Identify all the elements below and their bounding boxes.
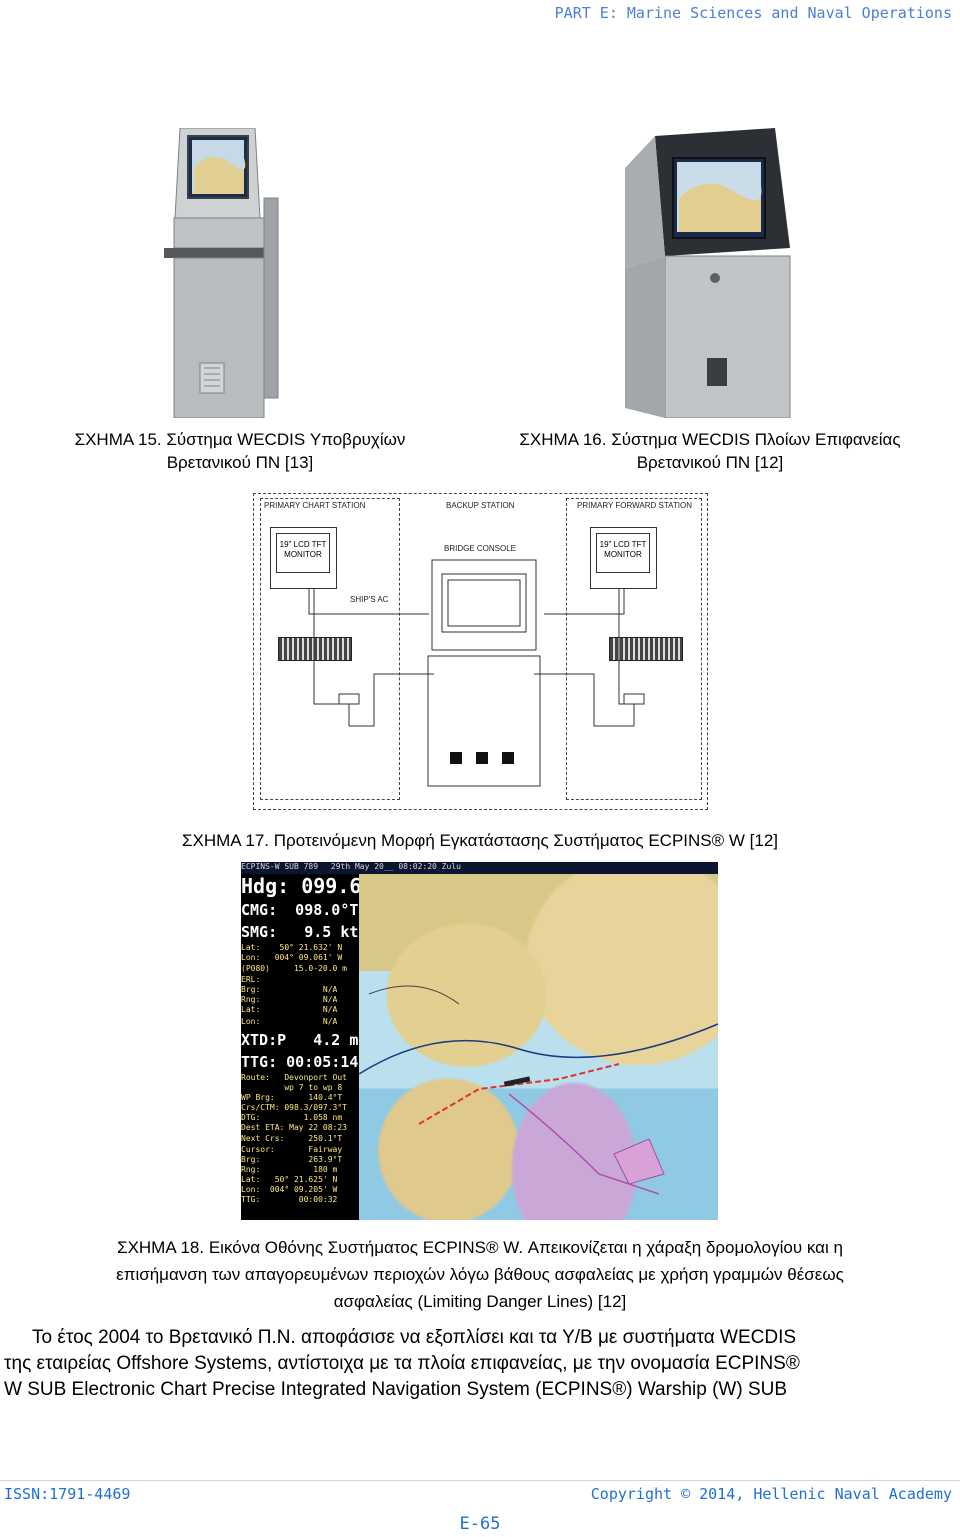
cmg-readout: CMG: 098.0°T	[241, 901, 359, 919]
ecpins-data-panel: Hdg: 099.6°T CMG: 098.0°T SMG: 9.5 kt La…	[241, 874, 359, 1220]
left-monitor-line2: MONITOR	[284, 550, 322, 559]
primary-forward-station-label: PRIMARY FORWARD STATION	[577, 501, 692, 510]
paragraph-line-2: της εταιρείας Offshore Systems, αντίστοι…	[4, 1353, 800, 1374]
page-number: E-65	[459, 1514, 501, 1534]
figure-18-caption: ΣΧΗΜΑ 18. Εικόνα Οθόνης Συστήματος ECPIN…	[0, 1234, 960, 1315]
rng-readout: Rng: N/A	[241, 995, 338, 1004]
footer-divider	[0, 1480, 960, 1481]
figure-17-label: ΣΧΗΜΑ 17.	[181, 831, 270, 850]
figure-16-image	[625, 128, 795, 419]
figure-16-label: ΣΧΗΜΑ 16.	[519, 430, 607, 449]
lat2-readout: Lat: N/A	[241, 1005, 338, 1014]
dtg-readout: DTG: 1.058 nm	[241, 1113, 343, 1122]
cursor-lon-readout: Lon: 004° 09.205' W	[241, 1185, 338, 1194]
figure-15-caption: ΣΧΗΜΑ 15. Σύστημα WECDIS Υποβρυχίων Βρετ…	[30, 428, 450, 474]
figure-15-label: ΣΧΗΜΑ 15.	[74, 430, 162, 449]
wp-brg-readout: WP Brg: 140.4°T	[241, 1093, 343, 1102]
lon-readout: Lon: 004° 09.061' W	[241, 953, 343, 962]
figure-18-line1: Εικόνα Οθόνης Συστήματος ECPINS® W. Απει…	[208, 1238, 843, 1257]
xtd-readout: XTD:P 4.2 m	[241, 1031, 359, 1049]
backup-station-label: BACKUP STATION	[446, 501, 515, 510]
ttg-readout: TTG: 00:05:14	[241, 1053, 359, 1071]
right-monitor-screen: 19" LCD TFT MONITOR	[596, 533, 650, 573]
running-header: PART E: Marine Sciences and Naval Operat…	[554, 4, 952, 22]
ecpins-chart-overlay	[358, 985, 719, 1195]
left-keyboard	[278, 637, 352, 661]
primary-chart-station-box	[260, 498, 400, 800]
right-monitor-line1: 19" LCD TFT	[599, 540, 647, 549]
left-monitor-screen: 19" LCD TFT MONITOR	[276, 533, 330, 573]
bridge-console-label: BRIDGE CONSOLE	[444, 544, 517, 553]
right-monitor-line2: MONITOR	[604, 550, 642, 559]
ttg2-readout: TTG: 00:00:32	[241, 1195, 338, 1204]
left-monitor: 19" LCD TFT MONITOR	[270, 527, 337, 589]
next-crs-readout: Next Crs: 250.1°T	[241, 1134, 343, 1143]
ecpins-topbar: ECPINS-W SUB 789 29th May 20__ 08:02:20 …	[241, 862, 718, 874]
cursor-rng-readout: Rng: 180 m	[241, 1165, 338, 1174]
figure-18-line2: επισήμανση των απαγορευμένων περιοχών λό…	[116, 1265, 844, 1284]
diagram-cables	[308, 589, 645, 727]
wecdis-surface-console-illustration	[625, 128, 791, 419]
primary-chart-station-label: PRIMARY CHART STATION	[264, 501, 366, 510]
issn-label: ISSN:1791-4469	[4, 1485, 131, 1503]
bridge-console-drawing	[427, 559, 541, 787]
wecdis-submarine-console-illustration	[164, 127, 279, 419]
copyright-notice: Copyright © 2014, Hellenic Naval Academy	[590, 1485, 952, 1503]
right-keyboard	[609, 637, 683, 661]
figure-16-line2: Βρετανικού ΠΝ [12]	[636, 453, 784, 472]
erl-readout: ERL:	[241, 975, 261, 984]
figure-18-label: ΣΧΗΜΑ 18.	[117, 1238, 205, 1257]
dest-eta-readout: Dest ETA: May 22 08:23	[241, 1123, 347, 1132]
left-monitor-line1: 19" LCD TFT	[279, 540, 327, 549]
route-readout: Route: Devonport Out	[241, 1073, 347, 1082]
figure-15-image	[160, 127, 280, 419]
crs-readout: Crs/CTM: 098.3/097.3°T	[241, 1103, 347, 1112]
brg-readout: Brg: N/A	[241, 985, 338, 994]
paragraph-line-3: W SUB Electronic Chart Precise Integrate…	[4, 1379, 788, 1400]
figure-18-ecpins-screen: ECPINS-W SUB 789 29th May 20__ 08:02:20 …	[241, 862, 719, 1220]
figure-15-line2: Βρετανικού ΠΝ [13]	[166, 453, 314, 472]
paragraph-line-1: Το έτος 2004 το Βρετανικό Π.Ν. αποφάσισε…	[32, 1327, 797, 1348]
hdg-readout: Hdg: 099.6°T	[241, 874, 359, 898]
figure-18-line3: ασφαλείας (Limiting Danger Lines) [12]	[333, 1292, 627, 1311]
ecpins-topbar-mid: 29th May 20__ 08:02:20 Zulu	[330, 862, 461, 871]
figure-15-title: Σύστημα WECDIS Υποβρυχίων	[166, 430, 406, 449]
ships-ac-label: SHIP'S AC	[350, 595, 389, 604]
ecpins-chart-view[interactable]	[358, 874, 719, 1220]
lon2-readout: Lon: N/A	[241, 1017, 338, 1026]
primary-forward-station-box	[566, 498, 702, 800]
ecpins-topbar-left: ECPINS-W SUB 789	[241, 862, 319, 871]
cursor-brg-readout: Brg: 263.9°T	[241, 1155, 343, 1164]
figure-17-caption: ΣΧΗΜΑ 17. Προτεινόμενη Μορφή Εγκατάσταση…	[0, 829, 960, 852]
figure-17-title: Προτεινόμενη Μορφή Εγκατάστασης Συστήματ…	[273, 831, 779, 850]
cursor-readout: Cursor: Fairway	[241, 1145, 343, 1154]
pos-readout: (P080) 15.0-20.0 m	[241, 964, 347, 973]
smg-readout: SMG: 9.5 kt	[241, 923, 359, 941]
body-paragraph: Το έτος 2004 το Βρετανικό Π.Ν. αποφάσισε…	[4, 1325, 956, 1403]
wp-readout: wp 7 to wp 8	[241, 1083, 343, 1092]
right-monitor: 19" LCD TFT MONITOR	[590, 527, 657, 589]
cursor-lat-readout: Lat: 50° 21.625' N	[241, 1175, 338, 1184]
figure-17-diagram: PRIMARY CHART STATION BACKUP STATION PRI…	[253, 493, 708, 810]
figure-16-title: Σύστημα WECDIS Πλοίων Επιφανείας	[611, 430, 901, 449]
figure-16-caption: ΣΧΗΜΑ 16. Σύστημα WECDIS Πλοίων Επιφανεί…	[470, 428, 950, 474]
lat-readout: Lat: 50° 21.632' N	[241, 943, 343, 952]
